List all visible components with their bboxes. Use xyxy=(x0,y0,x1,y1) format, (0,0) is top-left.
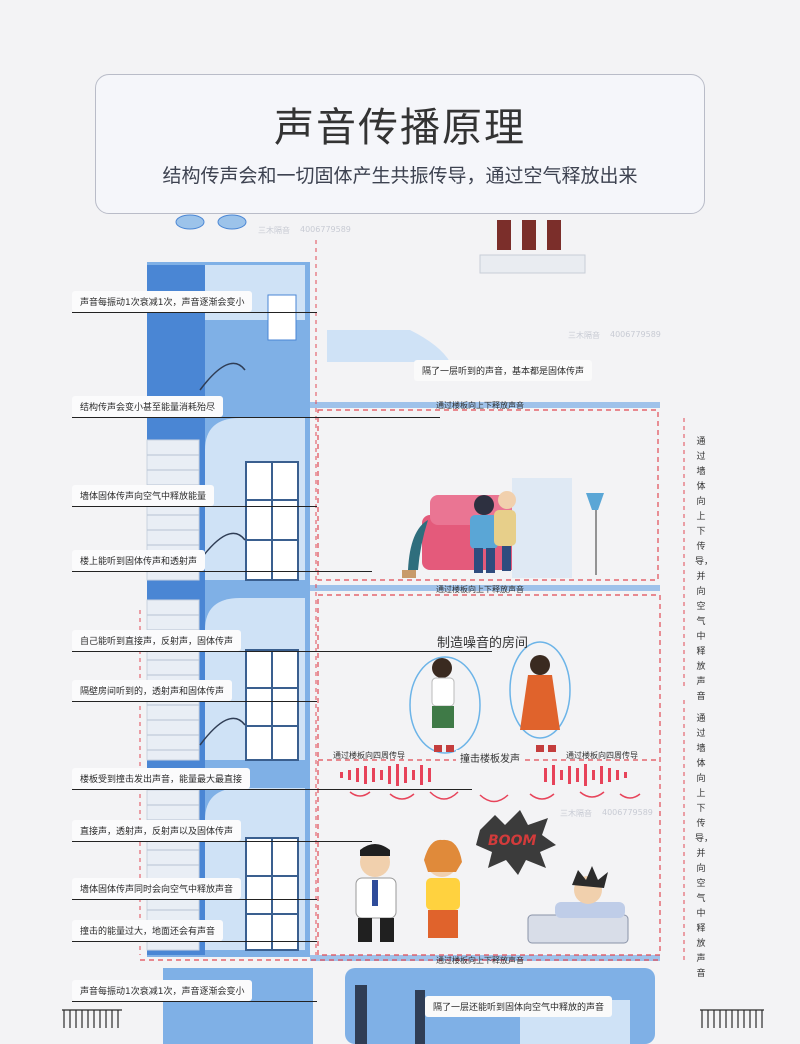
noise-room-title: 制造噪音的房间 xyxy=(437,636,529,651)
callout-text: 直接声，透射声，反射声以及固体传声 xyxy=(80,827,234,837)
callout-text: 墙体固体传声同时会向空气中释放声音 xyxy=(80,885,234,895)
leader-line xyxy=(72,701,317,702)
note-upper-floor: 隔了一层听到的声音，基本都是固体传声 xyxy=(414,360,593,381)
leader-line xyxy=(72,417,440,418)
watermark-phone: 4006779589 xyxy=(610,330,661,339)
watermark-phone: 4006779589 xyxy=(300,225,351,234)
leader-line xyxy=(72,1001,317,1002)
callout-text: 声音每振动1次衰减1次，声音逐渐会变小 xyxy=(80,298,245,308)
leader-line xyxy=(72,789,472,790)
header-card: 声音传播原理 结构传声会和一切固体产生共振传导，通过空气释放出来 xyxy=(95,74,705,214)
note-lower-floor: 隔了一层还能听到固体向空气中释放的声音 xyxy=(425,996,613,1017)
callout: 墙体固体传声同时会向空气中释放声音 xyxy=(72,878,317,900)
leader-line xyxy=(72,506,317,507)
leader-line xyxy=(72,899,317,900)
callout: 结构传声会变小甚至能量消耗殆尽 xyxy=(72,396,440,418)
page-title: 声音传播原理 xyxy=(274,105,526,151)
callout: 楼板受到撞击发出声音，能量最大最直接 xyxy=(72,768,472,790)
leader-line xyxy=(72,941,317,942)
callout-text: 结构传声会变小甚至能量消耗殆尽 xyxy=(80,403,216,413)
callout-text: 自己能听到直接声，反射声，固体传声 xyxy=(80,637,234,647)
leader-line xyxy=(72,312,317,313)
callout: 楼上能听到固体传声和透射声 xyxy=(72,550,372,572)
callout: 隔壁房间听到的，透射声和固体传声 xyxy=(72,680,317,702)
impact-label: 撞击楼板发声 xyxy=(456,750,524,765)
watermark-brand: 三木隔音 xyxy=(560,809,592,818)
flow-slab-up-down: 通过楼板向上下释放声音 xyxy=(436,401,524,410)
page-subtitle: 结构传声会和一切固体产生共振传导，通过空气释放出来 xyxy=(162,165,638,187)
flow-slab-around-left: 通过楼板向四周传导 xyxy=(333,751,405,760)
vertical-label-upper: 通过墙体向上下传导，并向空气中释放声音 xyxy=(695,437,714,702)
leader-line xyxy=(72,571,372,572)
callout: 自己能听到直接声，反射声，固体传声 xyxy=(72,630,492,652)
watermark-brand: 三木隔音 xyxy=(568,331,600,340)
callout-text: 楼板受到撞击发出声音，能量最大最直接 xyxy=(80,775,243,785)
callout: 直接声，透射声，反射声以及固体传声 xyxy=(72,820,372,842)
callout-text: 声音每振动1次衰减1次，声音逐渐会变小 xyxy=(80,987,245,997)
callout-text: 楼上能听到固体传声和透射声 xyxy=(80,557,198,567)
callout: 撞击的能量过大，地面还会有声音 xyxy=(72,920,317,942)
boom-text: BOOM xyxy=(488,833,537,849)
flow-slab-up-down: 通过楼板向上下释放声音 xyxy=(436,956,524,965)
watermark-brand: 三木隔音 xyxy=(258,226,290,235)
callout-text: 墙体固体传声向空气中释放能量 xyxy=(80,492,207,502)
callout-text: 隔壁房间听到的，透射声和固体传声 xyxy=(80,687,225,697)
flow-slab-around-right: 通过楼板向四周传导 xyxy=(566,751,638,760)
leader-line xyxy=(72,651,492,652)
watermark-phone: 4006779589 xyxy=(602,808,653,817)
callout: 声音每振动1次衰减1次，声音逐渐会变小 xyxy=(72,980,317,1002)
vertical-label-lower: 通过墙体向上下传导，并向空气中释放声音 xyxy=(695,714,714,979)
flow-slab-up-down: 通过楼板向上下释放声音 xyxy=(436,585,524,594)
leader-line xyxy=(72,841,372,842)
callout-text: 撞击的能量过大，地面还会有声音 xyxy=(80,927,216,937)
callout: 声音每振动1次衰减1次，声音逐渐会变小 xyxy=(72,291,317,313)
callout: 墙体固体传声向空气中释放能量 xyxy=(72,485,317,507)
